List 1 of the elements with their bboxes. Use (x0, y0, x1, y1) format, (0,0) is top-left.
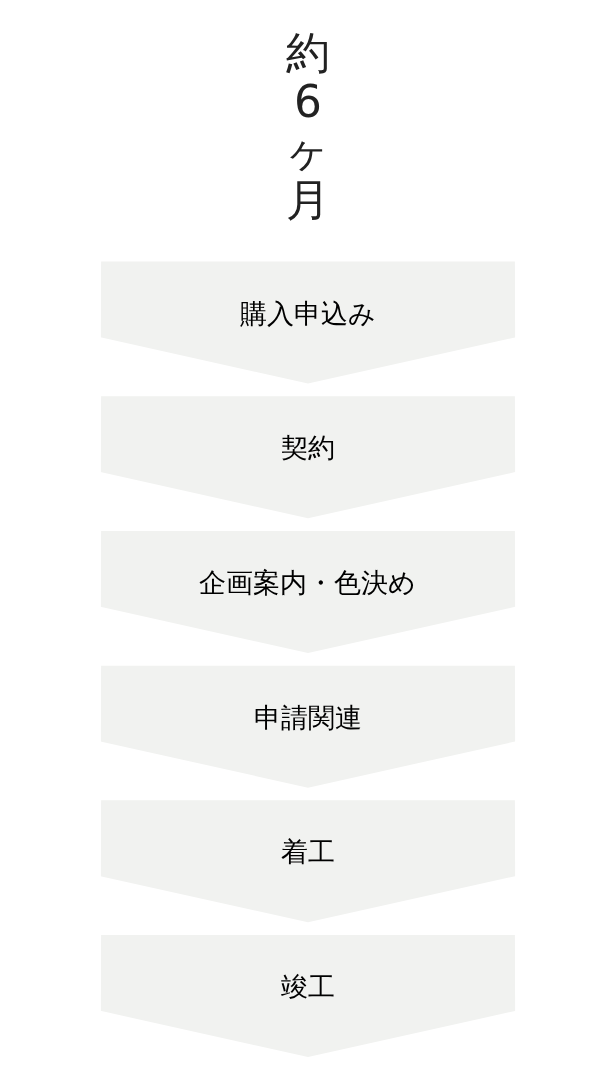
label: 約6ヶ月 (285, 27, 330, 225)
